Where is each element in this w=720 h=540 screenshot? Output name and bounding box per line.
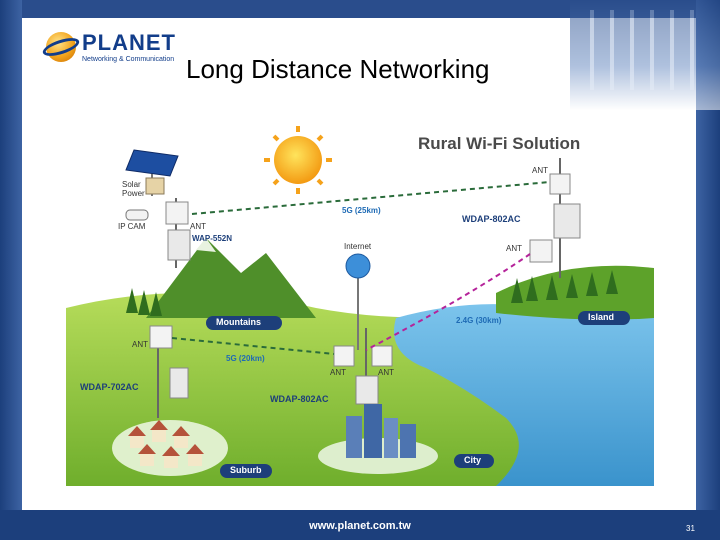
solar-power-box-icon [145, 177, 165, 195]
suburb-tag [220, 464, 272, 478]
slide-title: Long Distance Networking [186, 54, 490, 84]
forest [126, 270, 618, 316]
city-tag [454, 454, 494, 468]
ant-island-top-label: ANT [532, 166, 548, 175]
island-tag [578, 311, 630, 325]
left-border [0, 0, 22, 540]
ant-city-right-icon [371, 345, 393, 367]
ant-suburb-icon [149, 325, 173, 349]
ant-wap-label: ANT [190, 222, 206, 231]
ant-city-left-icon [333, 345, 355, 367]
footer-url: www.planet.com.tw [309, 520, 411, 532]
wdap-city-label: WDAP-802AC [270, 394, 329, 404]
wdap-802ac-island-device-icon [553, 203, 581, 239]
mountains-shape [146, 238, 316, 318]
page-number: 31 [686, 524, 695, 533]
ip-cam-label: IP CAM [118, 222, 146, 231]
mountains-tag [206, 316, 282, 330]
logo-tagline: Networking & Communication [82, 56, 175, 63]
city-label: City [464, 455, 482, 465]
rural-wifi-diagram: Rural Wi-Fi Solution Solar Power IP CAM … [66, 118, 654, 486]
ant-city-right-label: ANT [378, 368, 394, 377]
ant-island-bottom-icon [529, 239, 553, 263]
wdap-suburb-label: WDAP-702AC [80, 382, 139, 392]
logo-brand: PLANET [82, 30, 176, 55]
island-label: Island [588, 312, 615, 322]
wap-552n-device-icon [167, 229, 191, 261]
planet-logo: PLANET Networking & Communication [40, 28, 176, 68]
suburb-label: Suburb [230, 465, 262, 475]
top-band [0, 0, 720, 18]
solar-panel-icon [125, 149, 179, 177]
mountains-label: Mountains [216, 317, 261, 327]
link-5g-25km-label: 5G (25km) [342, 206, 381, 215]
wdap-702ac-device-icon [169, 367, 189, 399]
server-rack-decoration [570, 0, 720, 110]
ant-suburb-label: ANT [132, 340, 148, 349]
link-24g-30km-label: 2.4G (30km) [456, 316, 502, 325]
link-5g-20km-label: 5G (20km) [226, 354, 265, 363]
sun-icon [274, 136, 322, 184]
wdap-802ac-city-device-icon [355, 375, 379, 405]
solar-power-label: Solar Power [122, 180, 145, 198]
footer-bar [0, 510, 720, 540]
diagram-heading: Rural Wi-Fi Solution [418, 134, 581, 153]
internet-label: Internet [344, 242, 372, 251]
city-buildings [346, 404, 416, 458]
ant-island-bottom-label: ANT [506, 244, 522, 253]
suburb-houses [128, 420, 204, 468]
wdap-island-label: WDAP-802AC [462, 214, 521, 224]
link-5g-20km [171, 337, 335, 355]
internet-globe-icon [345, 253, 371, 279]
diagram-illustration [66, 118, 654, 486]
ant-island-top-icon [549, 173, 571, 195]
wap-model-label: WAP-552N [192, 234, 233, 243]
link-24g-30km [365, 253, 531, 351]
ip-cam-icon [125, 209, 149, 221]
ant-wap-icon [165, 201, 189, 225]
link-5g-25km [191, 181, 551, 215]
ant-city-left-label: ANT [330, 368, 346, 377]
lake-water [394, 304, 654, 486]
planet-globe-icon [46, 32, 76, 62]
